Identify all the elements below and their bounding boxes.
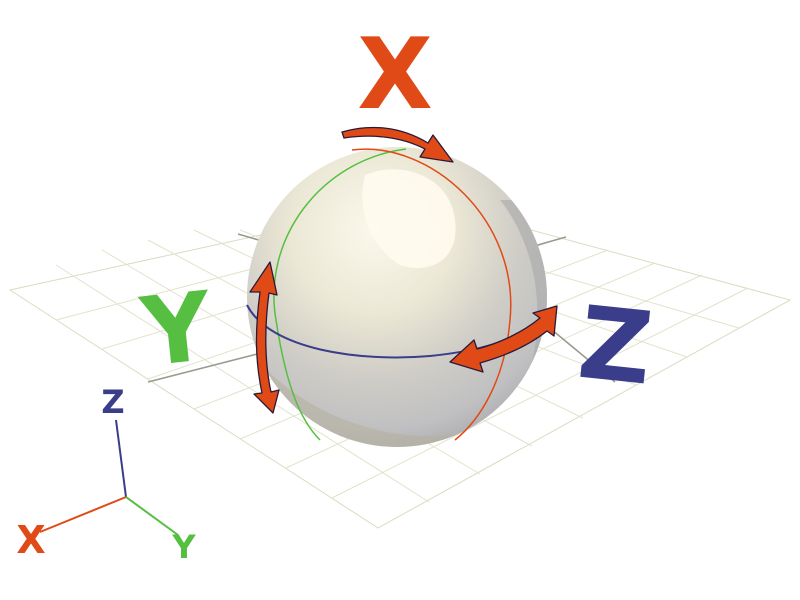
axes-widget: Z X Y (16, 383, 196, 566)
x-rotation-ring (351, 148, 512, 441)
sphere (246, 147, 548, 447)
rotation-label-z: Z (573, 284, 657, 408)
axis-label-z: Z (101, 383, 124, 421)
axis-y-line (125, 496, 179, 536)
rotation-label-x: X (357, 18, 433, 132)
axis-x-line (39, 496, 127, 533)
y-rotation-arrow (249, 261, 280, 414)
x-rotation-arrow (341, 126, 454, 163)
y-rotation-ring (273, 148, 407, 441)
z-rotation-arrow (449, 305, 558, 373)
axis-z-line (115, 419, 127, 498)
axis-label-y: Y (171, 528, 196, 566)
axis-label-x: X (16, 518, 45, 562)
rotation-label-y: Y (136, 272, 218, 389)
